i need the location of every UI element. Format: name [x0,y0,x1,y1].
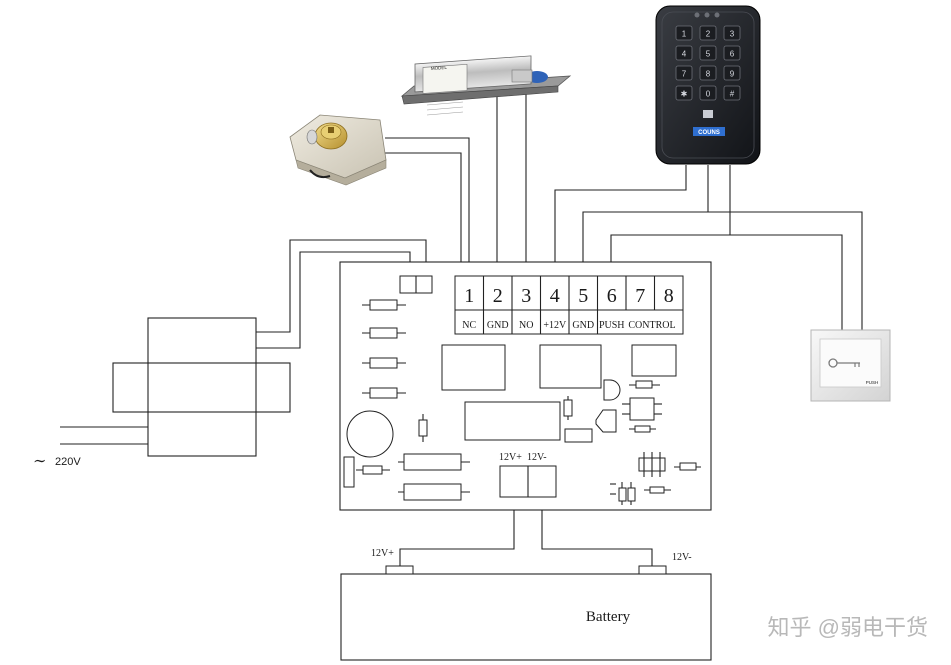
transistor [603,379,621,401]
keypad-logo-badge [693,127,725,136]
keypad-key [675,65,693,81]
battery-label: Battery [586,609,631,625]
keypad-key [675,45,693,61]
battery [340,565,712,661]
ac-voltage-label: 220V [55,456,81,468]
keypad-key-label: 9 [730,70,735,79]
small-chip [629,397,655,421]
keypad-key-label: 7 [682,70,687,79]
keypad-key [723,65,741,81]
board-dc-pos-label: 12V+ [499,452,522,463]
keypad-key-label: 1 [682,30,687,39]
keypad-key [723,85,741,101]
terminal-3-number: 3 [521,285,531,307]
keypad-key [675,25,693,41]
keypad-key [699,25,717,41]
keypad-key-label: 8 [706,70,711,79]
capacitor [343,456,355,488]
controller-board: 1 2 3 4 5 6 7 8 NC GND NO +12V GND PUSH … [339,261,712,511]
relay-2 [539,344,602,389]
terminal-3-label: NO [519,320,533,331]
battery-neg-terminal [638,565,667,575]
keypad-key-label: ✱ [681,90,688,99]
terminal-7-number: 7 [635,285,645,307]
keypad-key [675,85,693,101]
resistor-column [362,299,406,399]
bolt-lock-plate-text: MODEL [431,65,448,71]
board-dc-neg-label: 12V- [527,452,547,463]
main-ic [464,401,561,441]
keypad-keys: 1 2 3 4 5 6 7 8 9 ✱ 0 # [675,25,741,118]
terminal-5-number: 5 [578,285,588,307]
keypad-key-label: # [730,90,735,99]
relay-3 [631,344,677,377]
dc-output-terminal [499,465,557,498]
rim-lock [289,114,387,186]
small-module [564,428,593,443]
watermark: 知乎 @弱电干货 [768,615,928,640]
terminal-2-label: GND [487,320,509,331]
lock-icon [703,110,713,118]
keypad-key [699,45,717,61]
terminal-4-label: +12V [543,320,567,331]
terminal-6-label: PUSH [599,320,625,331]
terminal-5-label: GND [572,320,594,331]
terminal-block [454,275,684,335]
battery-pos-label: 12V+ [371,548,394,559]
keypad-key-label: 3 [730,30,735,39]
terminal-6-number: 6 [607,285,617,307]
ac-input-terminal [399,275,433,294]
terminal-4-number: 4 [550,285,560,307]
keypad-reader [655,5,761,165]
buzzer [346,410,394,458]
keypad-brand-label: COUNS [698,130,720,136]
terminal-8-number: 8 [664,285,674,307]
bolt-lock [400,55,572,116]
battery-neg-label: 12V- [672,552,692,563]
keypad-key [723,45,741,61]
terminal-control-label: CONTROL [628,320,675,331]
relay-1 [441,344,506,391]
wires [60,93,863,568]
battery-pos-terminal [385,565,414,575]
terminal-1-label: NC [462,320,476,331]
keypad-key [699,65,717,81]
keypad-key-label: 5 [706,50,711,59]
exit-button [810,329,891,402]
ac-symbol: ∼ [33,453,46,470]
keypad-key-label: 4 [682,50,687,59]
diodes [398,453,470,501]
transformer [112,317,291,457]
keypad-key [699,85,717,101]
terminal-2-number: 2 [493,285,503,307]
keypad-key-label: 2 [706,30,711,39]
keypad-key-label: 0 [706,90,711,99]
terminal-1-number: 1 [464,285,474,307]
keypad-key-label: 6 [730,50,735,59]
keypad-key [723,25,741,41]
exit-button-text: PUSH [866,380,879,385]
